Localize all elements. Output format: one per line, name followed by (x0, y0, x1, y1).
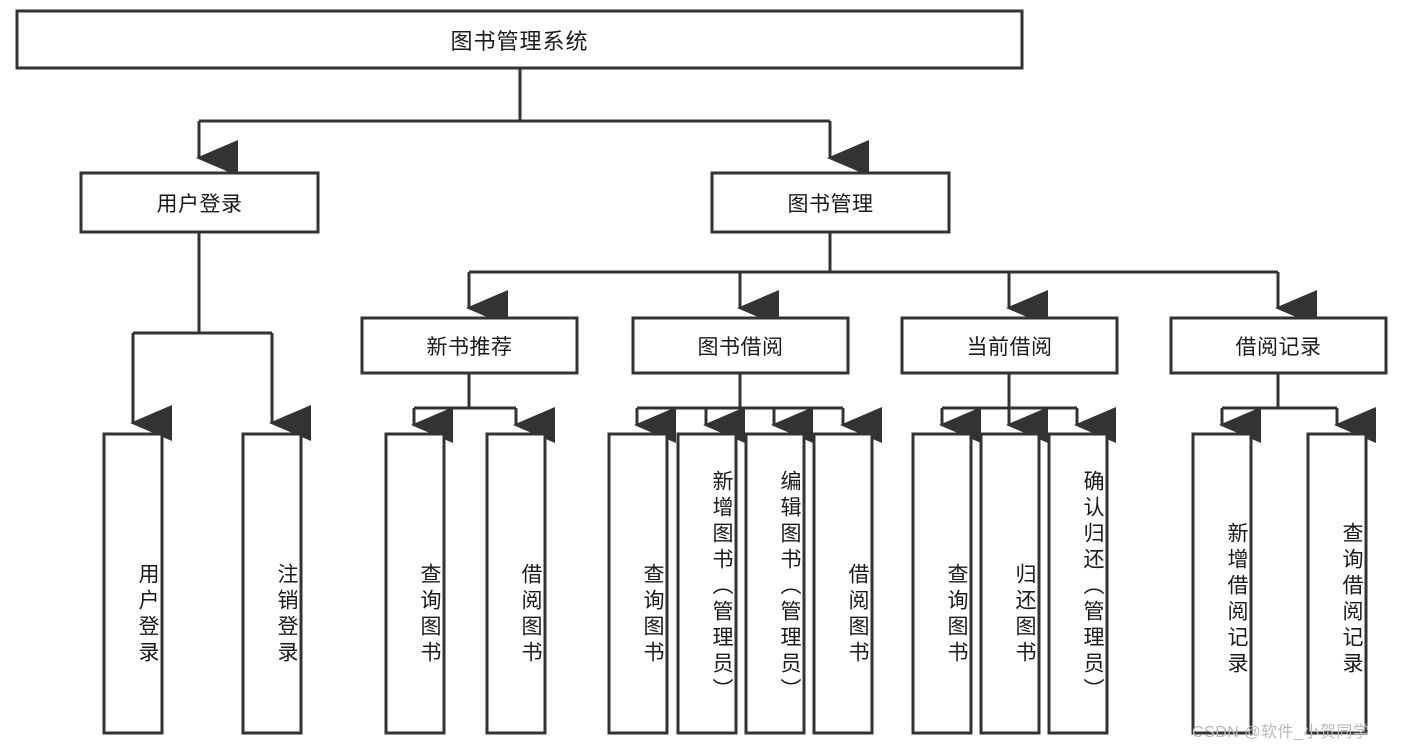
node-leaf-edit-book-box[interactable] (744, 432, 806, 735)
node-leaf-return-book-box[interactable] (979, 432, 1041, 735)
node-user-login-box[interactable] (79, 171, 320, 234)
node-borrow-record-box[interactable] (1169, 316, 1388, 375)
node-root-box[interactable] (15, 9, 1024, 70)
node-book-borrow-box[interactable] (631, 316, 850, 375)
node-leaf-borrow-book-1-box[interactable] (485, 432, 547, 735)
node-leaf-confirm-return-box[interactable] (1047, 432, 1109, 735)
watermark: CSDN @软件_小贺同学 (1192, 724, 1370, 741)
node-leaf-add-book-box[interactable] (676, 432, 738, 735)
node-leaf-query-book-1-box[interactable] (384, 432, 446, 735)
node-leaf-query-record-box[interactable] (1306, 432, 1368, 735)
node-new-book-box[interactable] (360, 316, 579, 375)
node-leaf-borrow-book-2-box[interactable] (812, 432, 874, 735)
node-leaf-query-book-2-box[interactable] (607, 432, 669, 735)
node-leaf-logout-box[interactable] (241, 432, 303, 735)
node-leaf-query-book-3-box[interactable] (911, 432, 973, 735)
node-leaf-add-record-box[interactable] (1191, 432, 1253, 735)
node-leaf-user-login-box[interactable] (102, 432, 164, 735)
node-current-borrow-box[interactable] (900, 316, 1119, 375)
node-book-mgmt-box[interactable] (710, 171, 951, 234)
